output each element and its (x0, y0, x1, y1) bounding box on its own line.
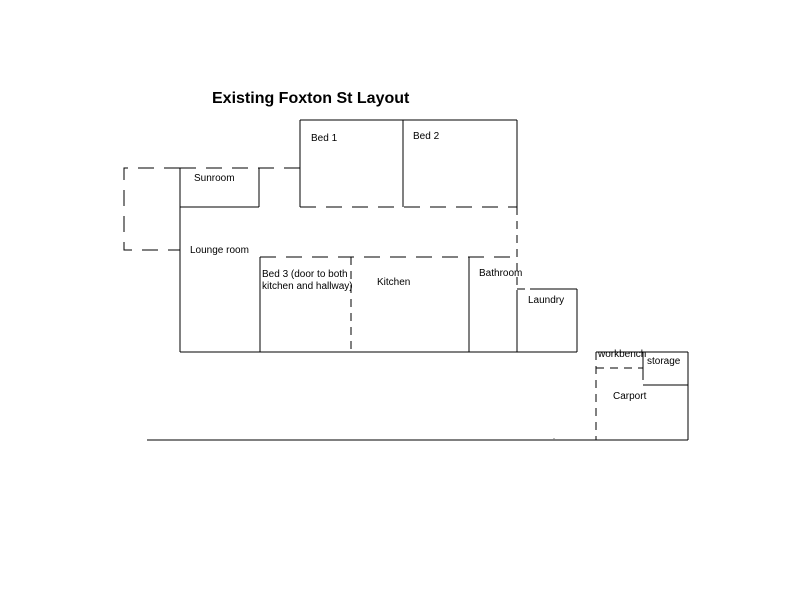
room-label-lounge: Lounge room (190, 245, 249, 256)
room-label-bed1: Bed 1 (311, 133, 338, 144)
room-label-bathroom: Bathroom (479, 268, 523, 279)
room-label-bed3-line1: Bed 3 (door to both (262, 269, 348, 280)
room-label-workbench: workbench (598, 349, 647, 360)
room-label-kitchen: Kitchen (377, 277, 411, 288)
room-label-laundry: Laundry (528, 295, 565, 306)
room-label-bed2: Bed 2 (413, 131, 440, 142)
diagram-title: Existing Foxton St Layout (212, 90, 410, 107)
room-label-storage: storage (647, 356, 681, 367)
room-label-sunroom: Sunroom (194, 173, 235, 184)
wall-west-extension-dashed (123, 167, 180, 251)
room-label-carport: Carport (613, 391, 647, 402)
room-label-bed3-line2: kitchen and hallway) (262, 281, 353, 292)
